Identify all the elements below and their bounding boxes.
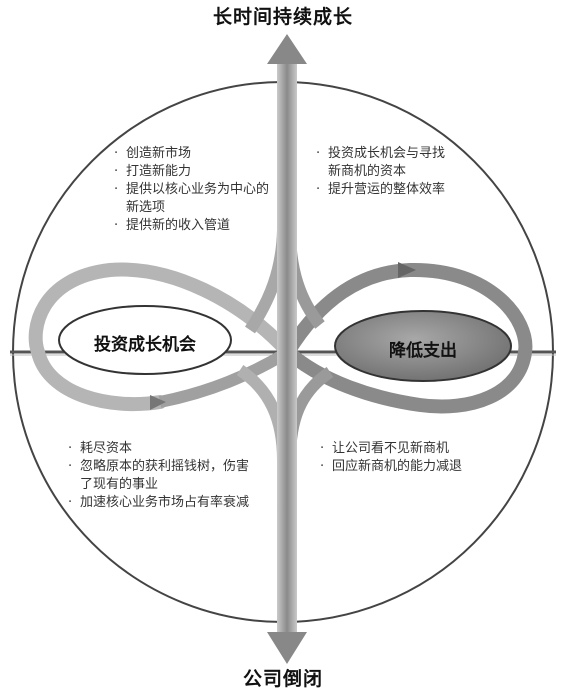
loop-left-lobe-lower — [158, 346, 292, 408]
list-item: 创造新市场 — [112, 145, 276, 163]
arrowhead-bottom — [267, 632, 307, 664]
oval-invest-growth — [58, 305, 232, 375]
oval-right-label: 降低支出 — [389, 341, 457, 361]
list-item: 提供新的收入管道 — [112, 217, 276, 235]
loop-right-lobe — [281, 262, 533, 414]
title-bottom: 公司倒闭 — [242, 668, 323, 690]
list-item: 提供以核心业务为中心的新选项 — [112, 181, 276, 217]
list-item: 让公司看不见新商机 — [318, 440, 462, 458]
quadrant-top-left: 创造新市场 打造新能力 提供以核心业务为中心的新选项 提供新的收入管道 — [112, 145, 276, 235]
list-item: 忽略原本的获利摇钱树，伤害了现有的事业 — [66, 458, 250, 494]
list-item-text: 忽略原本的获利摇钱树，伤害了现有的事业 — [80, 459, 250, 492]
list-item: 提升营运的整体效率 — [314, 181, 448, 199]
oval-cut-costs — [334, 310, 512, 382]
list-item: 投资成长机会与寻找新商机的资本 — [314, 145, 448, 181]
list-item-text: 投资成长机会与寻找新商机的资本 — [328, 146, 446, 179]
quadrant-bottom-left: 耗尽资本 忽略原本的获利摇钱树，伤害了现有的事业 加速核心业务市场占有率衰减 — [66, 440, 250, 512]
oval-left-label: 投资成长机会 — [94, 335, 196, 355]
title-top: 长时间持续成长 — [212, 6, 353, 28]
list-item: 打造新能力 — [112, 163, 276, 181]
list-item: 耗尽资本 — [66, 440, 250, 458]
list-item: 回应新商机的能力减退 — [318, 458, 462, 476]
list-item: 加速核心业务市场占有率衰减 — [66, 494, 250, 512]
arrowhead-right-upper — [398, 262, 416, 278]
vertical-arrow-shaft — [277, 58, 297, 638]
arrowhead-left-lower — [150, 395, 166, 410]
loop-left-lobe — [28, 262, 295, 412]
arrowhead-top — [267, 34, 307, 64]
list-item-text: 提供以核心业务为中心的新选项 — [126, 182, 270, 215]
quadrant-bottom-right: 让公司看不见新商机 回应新商机的能力减退 — [318, 440, 462, 476]
quadrant-top-right: 投资成长机会与寻找新商机的资本 提升营运的整体效率 — [314, 145, 448, 199]
